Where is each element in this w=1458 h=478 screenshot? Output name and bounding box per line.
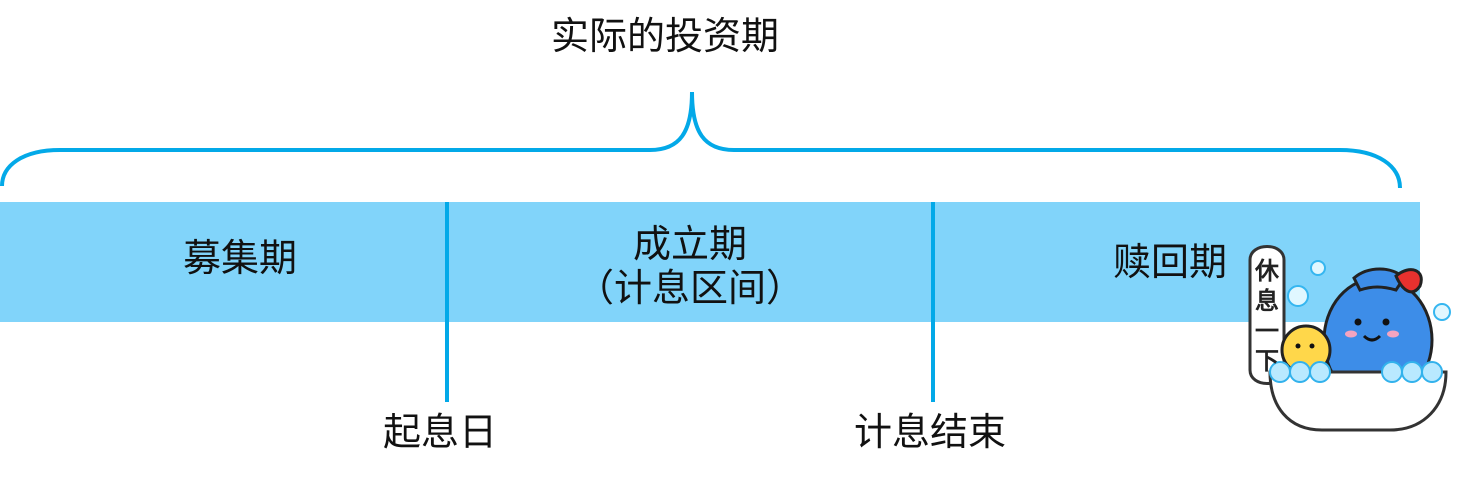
bathtub-icon [1268,370,1448,432]
phase-label-establishment: 成立期 [632,222,747,266]
investment-period-title: 实际的投资期 [550,14,779,58]
period-band [0,202,1420,322]
sticker-char-3: 一 [1255,317,1279,345]
bath-foam-icon [1421,361,1443,383]
sticker-char-1: 休 [1255,257,1279,285]
bubble-icon [1310,260,1326,276]
sticker-char-2: 息 [1255,287,1279,315]
phase-label-redemption: 赎回期 [1112,240,1227,284]
bath-foam-icon [1309,361,1331,383]
yellow-duck-eye-icon [1295,343,1301,349]
bath-foam-icon [1289,361,1311,383]
mascot-blush-icon [1387,330,1399,338]
marker-label-end: 计息结束 [853,410,1006,454]
investment-period-brace [0,91,1402,189]
mascot-bow-icon [1394,268,1423,294]
bath-foam-icon [1401,361,1423,383]
sticker-char-4: 下 [1255,347,1279,375]
mascot-knot-icon [1352,267,1406,292]
bath-mascot-sticker [1248,245,1451,432]
yellow-duck-eye-icon [1309,343,1315,349]
bath-foam-icon [1381,361,1403,383]
mascot-eye-icon [1354,318,1362,326]
phase-label-interest-range: （计息区间） [575,266,804,310]
mascot-blush-icon [1345,330,1357,338]
marker-label-start: 起息日 [382,410,497,454]
bubble-icon [1287,285,1309,307]
bubble-icon [1433,303,1451,321]
phase-label-fundraising: 募集期 [182,236,297,280]
mascot-mouth-icon [1362,334,1382,342]
mascot-eye-icon [1382,318,1390,326]
